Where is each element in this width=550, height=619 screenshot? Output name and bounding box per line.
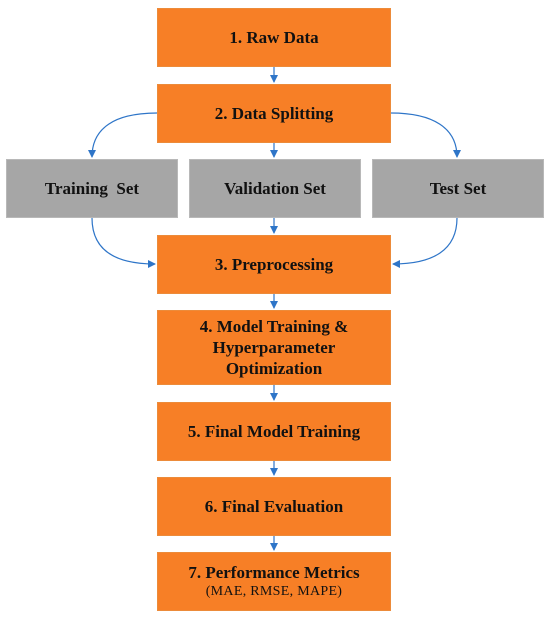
step-data-splitting-label: 2. Data Splitting — [214, 104, 334, 123]
step-performance-metrics-sublabel: (MAE, RMSE, MAPE) — [205, 584, 343, 599]
training-set-box: Training Set — [6, 159, 178, 218]
arrow-splitting-to-training — [88, 112, 158, 158]
arrow-test-to-preprocessing — [392, 217, 458, 268]
step-model-training-line1: 4. Model Training & — [199, 317, 349, 336]
training-set-label: Training Set — [44, 179, 140, 198]
step-preprocessing-label: 3. Preprocessing — [214, 255, 334, 274]
step-data-splitting: 2. Data Splitting — [157, 84, 391, 143]
step-performance-metrics-label: 7. Performance Metrics — [188, 563, 360, 582]
step-final-model-training: 5. Final Model Training — [157, 402, 391, 461]
step-performance-metrics: 7. Performance Metrics (MAE, RMSE, MAPE) — [157, 552, 391, 611]
step-final-evaluation-label: 6. Final Evaluation — [204, 497, 344, 516]
step-final-model-training-label: 5. Final Model Training — [187, 422, 361, 441]
step-model-training: 4. Model Training & Hyperparameter Optim… — [157, 310, 391, 385]
test-set-box: Test Set — [372, 159, 544, 218]
step-final-evaluation: 6. Final Evaluation — [157, 477, 391, 536]
step-model-training-line2: Hyperparameter — [212, 338, 336, 357]
step-preprocessing: 3. Preprocessing — [157, 235, 391, 294]
arrow-training-to-preprocessing — [91, 217, 156, 268]
step-raw-data-label: 1. Raw Data — [229, 28, 319, 47]
step-model-training-line3: Optimization — [225, 359, 323, 378]
step-raw-data: 1. Raw Data — [157, 8, 391, 67]
test-set-label: Test Set — [429, 179, 487, 198]
arrow-splitting-to-test — [390, 112, 461, 158]
validation-set-label: Validation Set — [224, 179, 326, 198]
validation-set-box: Validation Set — [189, 159, 361, 218]
